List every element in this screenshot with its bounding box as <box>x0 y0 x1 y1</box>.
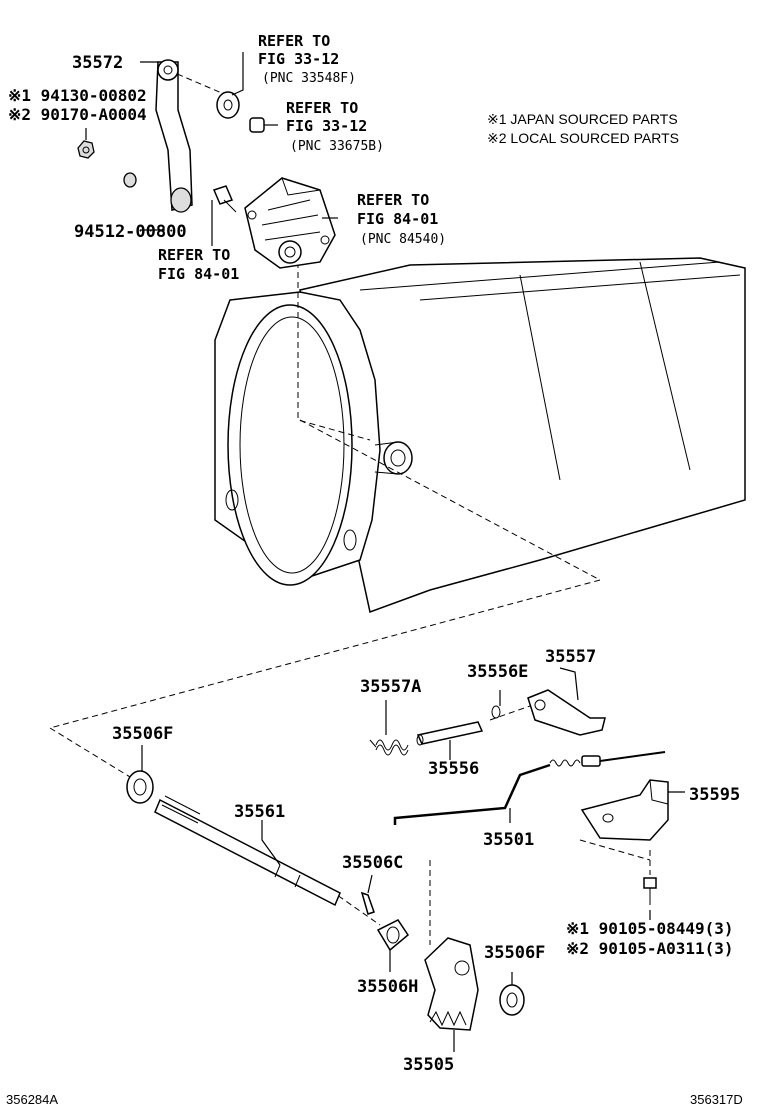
spring-35557a <box>369 739 409 756</box>
label-90105-2: ※2 90105-A0311(3) <box>566 939 734 958</box>
ref3-pnc: (PNC 84540) <box>360 232 446 247</box>
neutral-switch <box>244 177 336 269</box>
ref2-line1: REFER TO <box>286 99 358 117</box>
label-90105-1: ※1 90105-08449(3) <box>566 919 734 938</box>
label-35506f-bottom: 35506F <box>484 943 545 963</box>
seal-35506f-right <box>499 984 525 1016</box>
ref1-pnc: (PNC 33548F) <box>262 71 356 86</box>
figure-code-right: 356317D <box>690 1092 743 1107</box>
cable-35501 <box>393 751 666 825</box>
lever-35557 <box>527 689 606 736</box>
ref1-line2: FIG 33-12 <box>258 50 339 68</box>
bushing-33548f <box>216 91 240 119</box>
label-35557: 35557 <box>545 647 596 667</box>
label-94512: 94512-00800 <box>74 222 187 242</box>
label-35561: 35561 <box>234 802 285 822</box>
label-35506h: 35506H <box>357 977 418 997</box>
alignment-lines <box>49 69 651 945</box>
label-35595: 35595 <box>689 785 740 805</box>
ref2-line2: FIG 33-12 <box>286 117 367 135</box>
shaft-35561 <box>154 795 341 907</box>
nut-94130 <box>77 140 95 159</box>
detent-plate-35505 <box>424 937 479 1031</box>
bracket-35595 <box>580 779 669 841</box>
label-35556: 35556 <box>428 759 479 779</box>
bolt-94512 <box>212 185 237 213</box>
bushing-33675b <box>249 117 265 133</box>
transmission-case <box>214 257 746 614</box>
legend-japan: ※1 JAPAN SOURCED PARTS <box>487 111 678 127</box>
ref2-pnc: (PNC 33675B) <box>290 139 384 154</box>
lever-35572 <box>155 59 193 213</box>
ref3-line2: FIG 84-01 <box>357 210 438 228</box>
seal-35506f-left <box>126 770 154 804</box>
label-35501: 35501 <box>483 830 534 850</box>
ref3-line1: REFER TO <box>357 191 429 209</box>
figure-code-left: 356284A <box>6 1092 58 1107</box>
ref1-line1: REFER TO <box>258 32 330 50</box>
label-35556e: 35556E <box>467 662 528 682</box>
legend-local: ※2 LOCAL SOURCED PARTS <box>487 130 679 146</box>
washer <box>123 172 137 188</box>
label-35572: 35572 <box>72 53 123 73</box>
leader-lines-bottom <box>141 667 685 1052</box>
label-94130: ※1 94130-00802 <box>8 86 147 105</box>
label-35505: 35505 <box>403 1055 454 1075</box>
ref4-line1: REFER TO <box>158 246 230 264</box>
clip-35556e <box>491 705 501 719</box>
bolt-90105 <box>643 877 657 905</box>
pin-35506c <box>360 891 375 915</box>
label-35557a: 35557A <box>360 677 421 697</box>
ref4-line2: FIG 84-01 <box>158 265 239 283</box>
leader-lines-top <box>85 52 338 246</box>
label-90170: ※2 90170-A0004 <box>8 105 147 124</box>
collar-35506h <box>376 919 409 952</box>
label-35506f-top: 35506F <box>112 724 173 744</box>
pin-35556 <box>416 721 484 746</box>
label-35506c: 35506C <box>342 853 403 873</box>
